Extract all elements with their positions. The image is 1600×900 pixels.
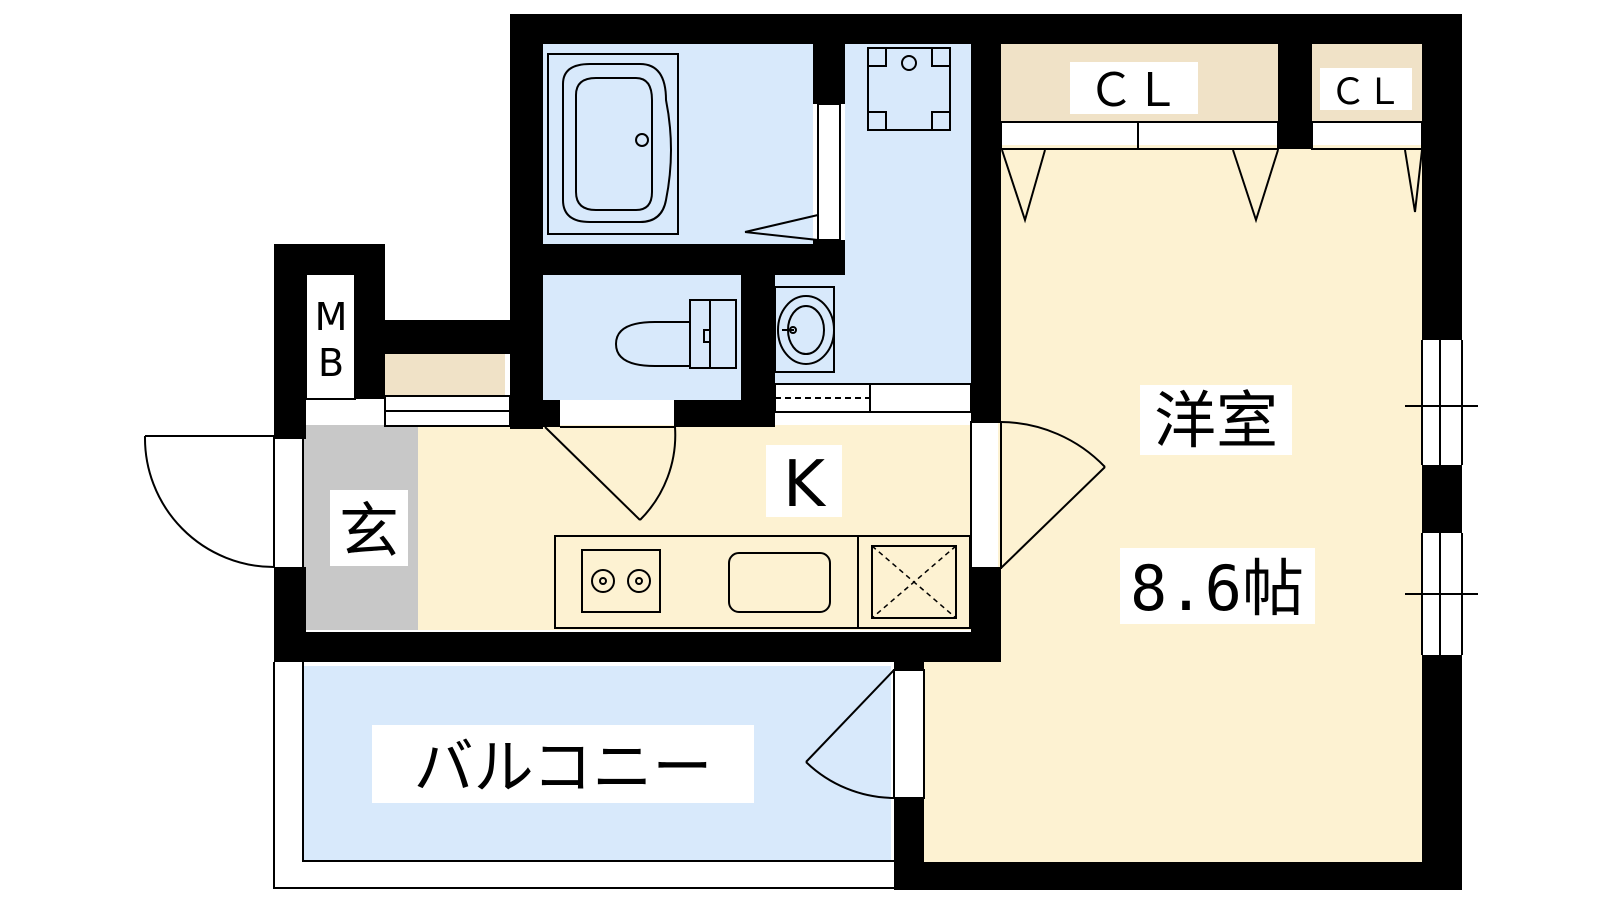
bathtub [547, 53, 679, 235]
washing-machine [867, 47, 951, 131]
meter-box-label-m: M [315, 295, 348, 339]
wall-toilet-bottom-right [675, 400, 775, 427]
western-room-size-label: 8.6帖 [1130, 552, 1304, 625]
wall-shoe-top [355, 320, 525, 354]
closet-small-label: ＣＬ [1330, 72, 1402, 113]
balcony-label: バルコニー [414, 733, 713, 803]
window-right-lower [1405, 533, 1478, 655]
shoe-closet-floor [385, 354, 505, 396]
western-room-label-bg [1140, 385, 1292, 455]
toilet-door [544, 400, 677, 521]
washroom-sliding-door [774, 383, 972, 413]
balcony-label-bg [372, 725, 754, 803]
kitchen-label-bg [766, 445, 842, 517]
wall-entrance-top [274, 396, 306, 436]
washroom-lower-floor [775, 275, 971, 385]
wall-right-lower [1422, 655, 1462, 890]
western-room-size-bg [1120, 548, 1315, 624]
wall-right-middle [1422, 465, 1462, 533]
walls [274, 14, 1462, 890]
wall-bath-right [813, 44, 845, 104]
entrance-label-bg [330, 490, 408, 566]
meter-box [305, 273, 356, 400]
fixtures [547, 47, 1423, 629]
wall-room-divider-upper [971, 14, 1001, 422]
western-room-floor-lower [924, 650, 1004, 863]
closet-main-label: ＣＬ [1088, 63, 1180, 117]
window-right-upper [1405, 340, 1478, 465]
closet-doors [1001, 149, 1423, 224]
entrance-door [143, 435, 304, 568]
wall-kitchen-bottom [274, 632, 1000, 662]
kitchen-label: K [783, 448, 827, 522]
closet-main-label-bg [1070, 62, 1198, 114]
labels: ＣＬ ＣＬ 洋室 8.6帖 K 玄 バルコニー M B [315, 62, 1412, 803]
closet-small-rail [1311, 121, 1423, 150]
wash-basin [774, 286, 835, 373]
doors [143, 400, 1106, 799]
toilet-floor [543, 275, 741, 400]
wall-bath-right-lower [813, 240, 845, 275]
balcony-rail [273, 662, 894, 889]
wall-bottom [894, 862, 1462, 890]
balcony-rail-inner [302, 662, 894, 862]
wall-toilet-bottom [510, 400, 560, 427]
wall-room-divider-lower [971, 568, 1001, 662]
entrance-label: 玄 [339, 497, 399, 567]
room-door [970, 421, 1106, 569]
meter-box-label-b: B [318, 341, 344, 385]
kitchen-counter [554, 535, 971, 629]
bath-sliding-door [817, 103, 841, 241]
western-room-label: 洋室 [1154, 384, 1278, 457]
closet-small-label-bg [1320, 68, 1412, 110]
western-room-floor [998, 145, 1422, 863]
wall-bath-left [510, 14, 543, 429]
wall-balcony-door-jamb [894, 798, 924, 868]
wall-right-upper [1422, 14, 1462, 340]
balcony-door [805, 669, 925, 799]
toilet [614, 299, 737, 369]
wall-entrance-left-lower [274, 567, 306, 662]
thin-walls [273, 103, 1478, 889]
wall-closet-divider [1278, 44, 1312, 149]
wall-bath-bottom [510, 244, 845, 275]
closet-main-rail [1000, 121, 1279, 150]
